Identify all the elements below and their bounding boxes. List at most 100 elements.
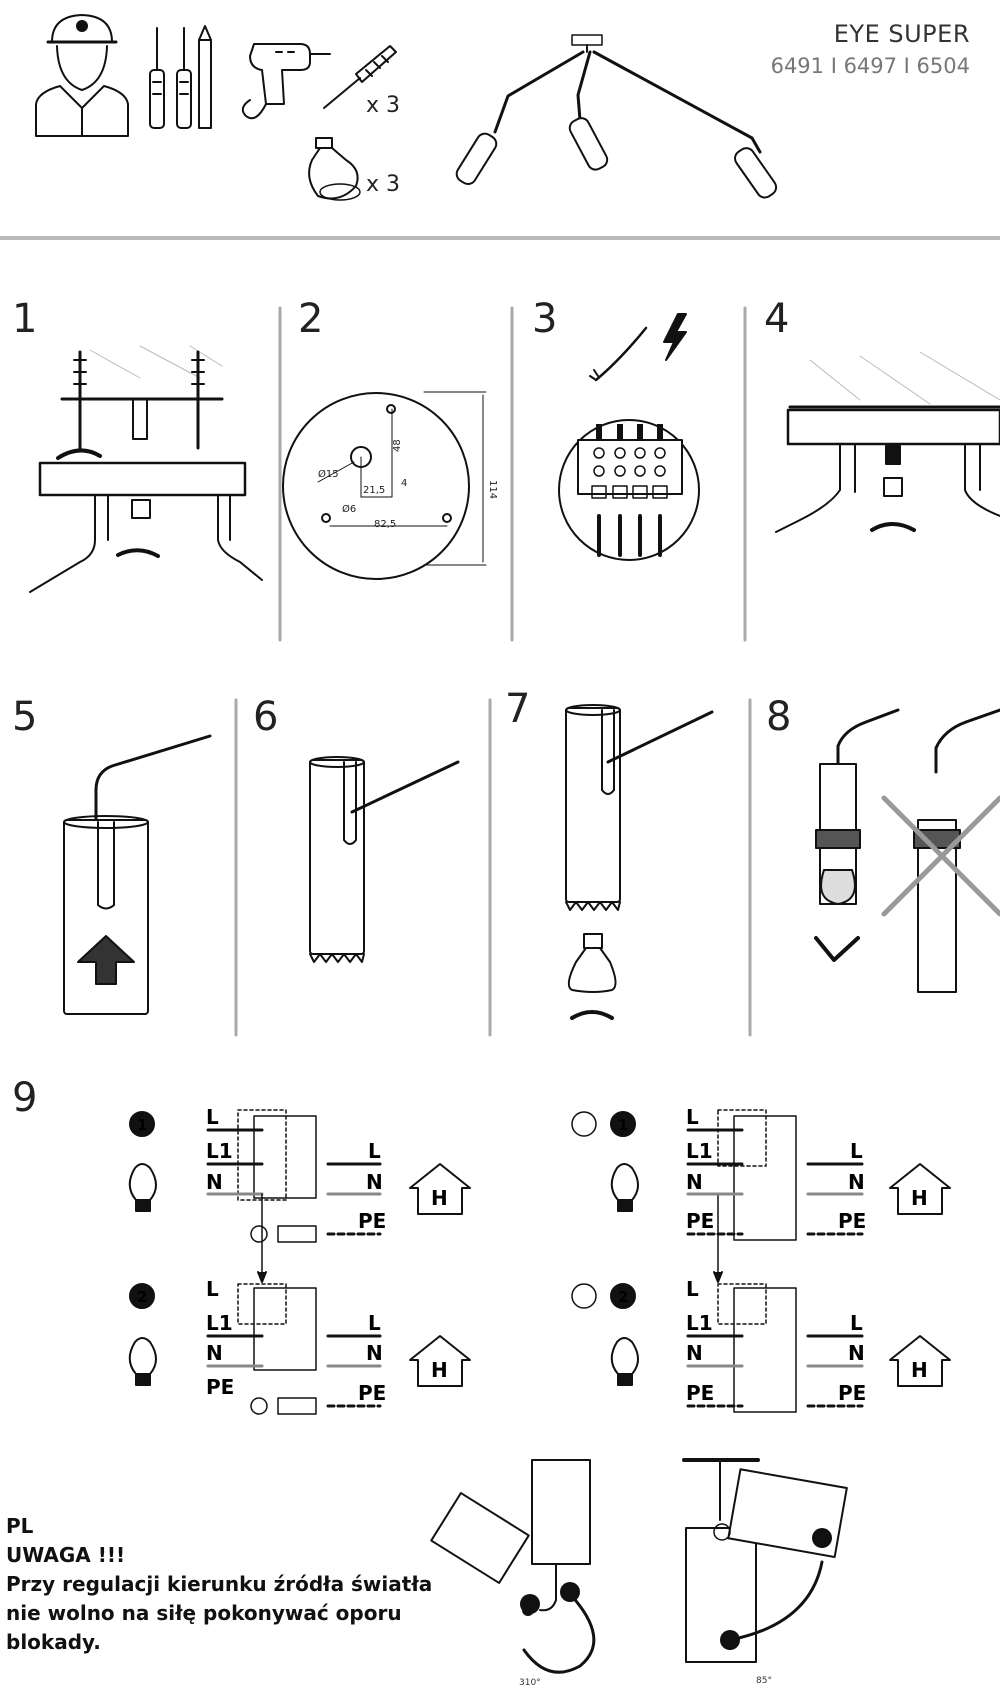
svg-text:L1: L1 <box>686 1311 713 1335</box>
svg-text:L: L <box>368 1139 381 1163</box>
step-number-4: 4 <box>764 296 790 342</box>
product-fixture <box>455 34 778 199</box>
dim-total: 114 <box>487 480 498 499</box>
earth-icon <box>250 1397 268 1415</box>
svg-text:PE: PE <box>358 1381 386 1405</box>
svg-text:L: L <box>206 1105 219 1129</box>
svg-text:N: N <box>206 1170 223 1194</box>
dim-mark: 4 <box>401 478 407 489</box>
step-number-7: 7 <box>505 686 531 732</box>
note-line-1: Przy regulacji kierunku źródła światła <box>6 1572 433 1596</box>
step5-drawing <box>63 734 212 1015</box>
svg-text:PE: PE <box>686 1381 714 1405</box>
dim-width: 82,5 <box>374 519 396 530</box>
angle-label-2: 85° <box>756 1676 772 1686</box>
house-icon <box>409 1163 471 1215</box>
step1-drawing <box>29 345 263 593</box>
checkmark-icon <box>814 936 860 962</box>
svg-text:N: N <box>366 1170 383 1194</box>
svg-text:L: L <box>368 1311 381 1335</box>
screwdriver-icon <box>149 27 192 129</box>
lightning-icon <box>663 313 687 361</box>
svg-text:H: H <box>911 1358 928 1382</box>
svg-text:L1: L1 <box>686 1139 713 1163</box>
wall-plug-icon <box>323 45 397 109</box>
bulb-icon <box>128 1163 157 1201</box>
earth-icon <box>571 1283 597 1309</box>
product-title: EYE SUPER <box>833 20 970 48</box>
dim-offset: 21,5 <box>363 485 385 496</box>
bulb-icon <box>128 1337 157 1375</box>
circuit-number-marker <box>129 1283 155 1309</box>
screw-quantity: x 3 <box>366 93 401 118</box>
cross-icon <box>881 795 1000 917</box>
drill-icon <box>241 43 331 120</box>
angle-label-1: 310° <box>519 1678 541 1688</box>
svg-text:L: L <box>206 1277 219 1301</box>
step4-drawing <box>775 351 1000 533</box>
house-icon <box>889 1163 951 1215</box>
svg-text:L: L <box>850 1311 863 1335</box>
earth-icon <box>571 1111 597 1137</box>
dim-hole-diameter: Ø15 <box>318 468 339 480</box>
svg-text:N: N <box>206 1341 223 1365</box>
svg-text:2: 2 <box>618 1288 628 1306</box>
step-number-5: 5 <box>12 694 38 740</box>
svg-text:L: L <box>686 1105 699 1129</box>
note-line-2: nie wolno na siłę pokonywać oporu <box>6 1601 402 1625</box>
svg-text:H: H <box>911 1186 928 1210</box>
step2-drawing: Ø15 Ø6 48 21,5 82,5 114 4 <box>282 391 498 580</box>
circuit-number-marker <box>129 1111 155 1137</box>
svg-text:1: 1 <box>137 1116 147 1134</box>
svg-text:L1: L1 <box>206 1311 233 1335</box>
pencil-icon <box>198 25 212 129</box>
product-codes: 6491 I 6497 I 6504 <box>770 54 970 78</box>
svg-text:PE: PE <box>686 1209 714 1233</box>
svg-text:2: 2 <box>137 1288 147 1306</box>
svg-text:N: N <box>848 1341 865 1365</box>
svg-text:PE: PE <box>838 1209 866 1233</box>
step6-drawing <box>309 756 460 963</box>
svg-text:H: H <box>431 1358 448 1382</box>
arrow-up-icon <box>77 935 135 985</box>
note-line-3: blokady. <box>6 1630 101 1654</box>
svg-text:H: H <box>431 1186 448 1210</box>
svg-text:PE: PE <box>838 1381 866 1405</box>
step9-drawing: 1 2 L L1 <box>128 1105 951 1415</box>
step-number-8: 8 <box>766 694 792 740</box>
svg-text:L: L <box>850 1139 863 1163</box>
step7-drawing <box>565 704 714 1020</box>
adjustment-drawing-2 <box>682 1458 848 1663</box>
svg-text:PE: PE <box>206 1375 234 1399</box>
house-icon <box>889 1335 951 1387</box>
svg-text:N: N <box>366 1341 383 1365</box>
step-number-1: 1 <box>12 296 38 342</box>
bulb-gu10-icon <box>308 137 361 201</box>
step-number-2: 2 <box>298 296 324 342</box>
svg-text:N: N <box>848 1170 865 1194</box>
adjustment-drawing-1 <box>430 1459 596 1674</box>
svg-text:N: N <box>686 1341 703 1365</box>
earth-icon <box>250 1225 268 1243</box>
svg-text:L: L <box>686 1277 699 1301</box>
bulb-quantity: x 3 <box>366 172 401 197</box>
note-language: PL <box>6 1514 34 1538</box>
note-warning: UWAGA !!! <box>6 1543 126 1567</box>
bulb-icon <box>610 1163 639 1201</box>
step-number-9: 9 <box>12 1075 38 1121</box>
column-dividers-row1 <box>278 306 747 642</box>
step-number-3: 3 <box>532 296 558 342</box>
column-dividers-row2 <box>234 698 752 1037</box>
step-number-6: 6 <box>253 694 279 740</box>
svg-text:N: N <box>686 1170 703 1194</box>
dim-small-hole-diameter: Ø6 <box>342 503 356 515</box>
svg-text:L1: L1 <box>206 1139 233 1163</box>
installer-icon <box>35 14 129 137</box>
warning-note: PL UWAGA !!! Przy regulacji kierunku źró… <box>6 1512 433 1657</box>
bulb-icon <box>610 1337 639 1375</box>
svg-text:PE: PE <box>358 1209 386 1233</box>
step8-drawing <box>814 708 1000 993</box>
house-icon <box>409 1335 471 1387</box>
dim-height: 48 <box>392 439 403 452</box>
